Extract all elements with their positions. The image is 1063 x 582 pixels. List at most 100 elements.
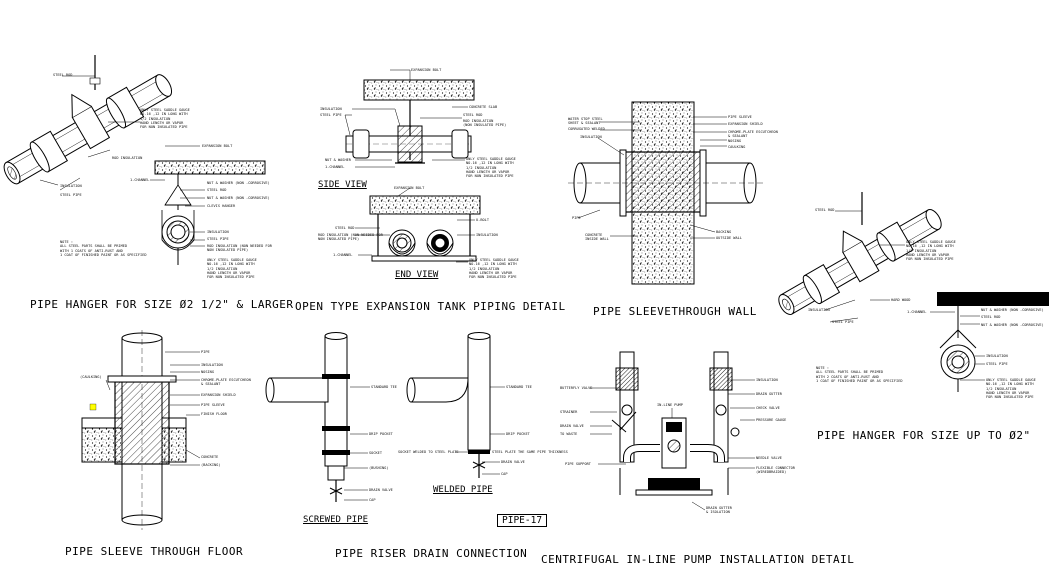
label: STEEL PIPE (60, 193, 82, 197)
label: PIPE SUPPORT (565, 462, 591, 466)
label: STANDARD TEE (371, 385, 397, 389)
label: NOSING (728, 139, 741, 143)
label: ROD INSULATION (NON NEEDED FOR NON INSUL… (318, 233, 383, 242)
subtitle-end-view: END VIEW (395, 270, 439, 280)
title-pump: CENTRIFUGAL IN-LINE PUMP INSTALLATION DE… (541, 553, 855, 566)
label: STEEL PIPE (832, 320, 854, 324)
label: (CAULKING) (80, 375, 102, 379)
label: STEEL ROD (981, 315, 1001, 319)
label: CHROME-PLATE ESCUTCHEON & SEALANT (201, 378, 251, 387)
label: NUT & WASHER (NON -CORROSIVE) (981, 323, 1044, 327)
label: EXPANSION BOLT (411, 68, 442, 72)
note-hanger-small: NOTE : ALL STEEL PARTS SHALL BE PRIMED W… (816, 366, 903, 384)
label: NEEDLE VALVE (756, 456, 782, 460)
label: NUT & WASHER (325, 158, 351, 162)
label: ONLY STEEL SADDLE GAUGE NO.16 ,12 IN LON… (469, 258, 519, 280)
label: STEEL PLATE THE SAME PIPE THICKNESS (492, 450, 568, 454)
label: WATER STOP STEEL SHEET & SEALANT (568, 117, 603, 126)
label: STEEL PIPE (207, 237, 229, 241)
label: ONLY STEEL SADDLE GAUGE NO.16 ,12 IN LON… (906, 240, 956, 262)
sleeve-wall-detail (568, 101, 765, 285)
label: INSULATION (60, 184, 82, 188)
label: BACKING (716, 230, 732, 234)
label: INSULATION (580, 135, 602, 139)
label: 1-CHANNEL (907, 310, 927, 314)
label: ROD INSULATION (NON INSULATED PIPE) (463, 119, 507, 128)
title-riser-drain: PIPE RISER DRAIN CONNECTION (335, 547, 528, 560)
label: EXPANSION BOLT (394, 186, 425, 190)
label: IN-LINE PUMP (657, 403, 683, 407)
label: STANDARD TEE (506, 385, 532, 389)
label: INSULATION (986, 354, 1008, 358)
label: HARD WOOD (891, 298, 911, 302)
label: CAP (369, 498, 376, 502)
label: PRESSURE GAUGE (756, 418, 787, 422)
label: ONLY STEEL SADDLE GAUGE NO.16 ,12 IN LON… (986, 378, 1036, 400)
label: DRAIN VALVE (501, 460, 525, 464)
note-hanger-large: NOTE : ALL STEEL PARTS SHALL BE PRIMED W… (60, 240, 147, 258)
label: CONCRETE SLAB (469, 105, 498, 109)
label: STEEL ROD (53, 73, 73, 77)
label: EXPANSION BOLT (202, 144, 233, 148)
label: SOCKET WELDED TO STEEL PLATE (398, 450, 459, 454)
label: STEEL ROD (335, 226, 355, 230)
label: PIPE SLEEVE (201, 403, 225, 407)
label: FINISH FLOOR (201, 412, 227, 416)
pipe-hanger-small-detail (778, 192, 1049, 392)
subtitle-welded: WELDED PIPE (433, 485, 493, 495)
pump-detail (590, 351, 755, 511)
label: DRAIN VALVE (369, 488, 393, 492)
label: STEEL ROD (207, 188, 227, 192)
subtitle-side-view: SIDE VIEW (318, 180, 367, 190)
label: INSULATION (201, 363, 223, 367)
label: CAULKING (728, 145, 746, 149)
label: STEEL PIPE (986, 362, 1008, 366)
label: INSULATION (476, 233, 498, 237)
label: BUTTERFLY VALVE (560, 386, 593, 390)
expansion-tank-detail (344, 69, 481, 263)
title-sleeve-floor: PIPE SLEEVE THROUGH FLOOR (65, 545, 244, 558)
label: CHROME-PLATE ESCUTCHEON & SEALANT (728, 130, 778, 139)
label: NOSING (201, 370, 214, 374)
title-sleeve-wall: PIPE SLEEVETHROUGH WALL (593, 305, 757, 318)
title-pipe-hanger-large: PIPE HANGER FOR SIZE Ø2 1/2" & LARGER (30, 298, 294, 311)
label: ONLY STEEL SADDLE GAUGE NO.16 ,12 IN LON… (207, 258, 257, 280)
label: ONLY STEEL SADDLE GAUGE NO.16 ,12 IN LON… (466, 157, 516, 179)
label: PIPE (201, 350, 210, 354)
label: TO WASTE (560, 432, 578, 436)
label: EXPANSION SHIELD (728, 122, 763, 126)
label: ROD INSULATION (112, 156, 143, 160)
label: STEEL ROD (815, 208, 835, 212)
drawing-tag: PIPE-17 (497, 514, 548, 527)
label: DRIP POCKET (369, 432, 393, 436)
sleeve-floor-detail (81, 330, 201, 530)
label: STEEL ROD (463, 113, 483, 117)
label: PIPE SLEEVE (728, 115, 752, 119)
label: PIPE (572, 216, 581, 220)
label: CAP (501, 472, 508, 476)
label: CLEVIS HANGER (207, 204, 236, 208)
label: INSULATION (207, 230, 229, 234)
riser-drain-detail (265, 332, 505, 502)
label: INSULATION (756, 378, 778, 382)
label: ROD INSULATION (NON NEEDED FOR NON INSUL… (207, 244, 272, 253)
label: STEEL PIPE (320, 113, 342, 117)
label: OUTSIDE WALL (716, 236, 742, 240)
label: CORRUGATED WELDED (568, 127, 605, 131)
label: U-BOLT (476, 218, 489, 222)
label: NUT & WASHER (NON -CORROSIVE) (207, 196, 270, 200)
pipe-hanger-large-detail (3, 55, 266, 265)
label: 1-CHANNEL (130, 178, 150, 182)
label: 1-CHANNEL (325, 165, 345, 169)
label: (BACKING) (201, 463, 221, 467)
label: CONCRETE (201, 455, 219, 459)
title-pipe-hanger-small: PIPE HANGER FOR SIZE UP TO Ø2" (817, 429, 1031, 442)
label: INSULATION (320, 107, 342, 111)
title-expansion-tank: OPEN TYPE EXPANSION TANK PIPING DETAIL (295, 300, 566, 313)
label: NUT & WASHER (NON -CORROSIVE) (207, 181, 270, 185)
label: SOCKET (369, 451, 382, 455)
label: FLEXIBLE CONNECTOR (WIREDBRAIDED) (756, 466, 795, 475)
label: CHECK VALVE (756, 406, 780, 410)
subtitle-screwed: SCREWED PIPE (303, 515, 369, 525)
